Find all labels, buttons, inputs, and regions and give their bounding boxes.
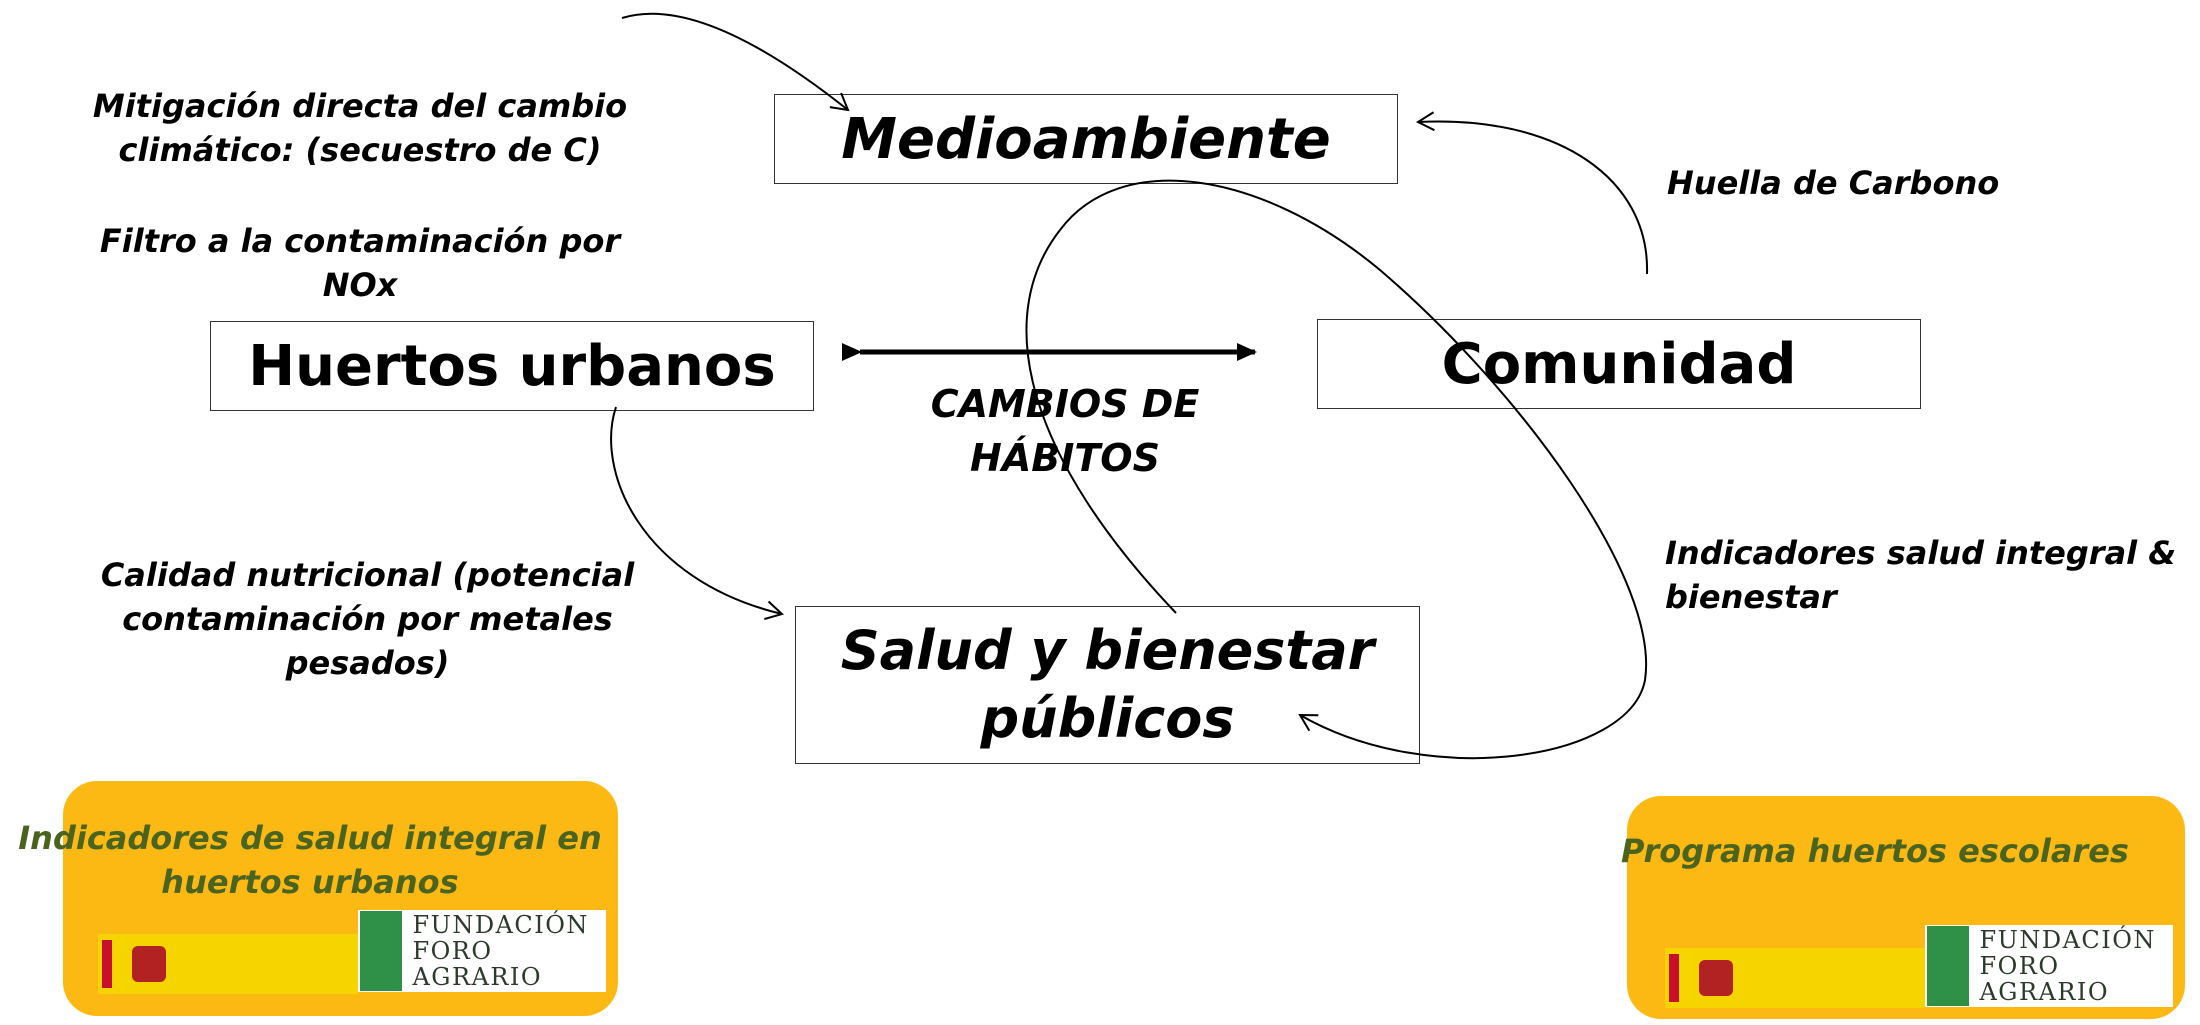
label-cambios-line1: CAMBIOS DE — [930, 382, 1200, 426]
label-calidad-line1: Calidad nutricional (potencial — [100, 556, 635, 594]
ministry-logo-left — [98, 934, 358, 994]
card-right-title-line: Programa huertos escolares — [1621, 832, 2129, 870]
label-mitigacion-line2: climático: (secuestro de C) — [118, 131, 602, 169]
node-medioambiente: Medioambiente — [774, 94, 1398, 184]
label-filtro: Filtro a la contaminación por NOx — [80, 219, 640, 307]
fundacion-name-line1: FUNDACIÓN — [412, 911, 589, 939]
spain-flag-icon — [1669, 954, 1679, 1002]
coat-of-arms-icon — [132, 946, 166, 982]
label-indicadores-salud: Indicadores salud integral & bienestar — [1665, 531, 2195, 619]
label-cambios-line2: HÁBITOS — [970, 436, 1160, 480]
tree-logo-icon — [360, 911, 403, 991]
card-right-title: Programa huertos escolares — [1617, 829, 2133, 873]
arrow-into-medioambiente — [621, 12, 850, 112]
spain-flag-icon — [102, 940, 112, 988]
ministry-logo-right — [1665, 948, 1927, 1008]
label-calidad-line2: contaminación por metales — [122, 600, 613, 638]
node-salud-bienestar: Salud y bienestar públicos — [795, 606, 1420, 764]
node-comunidad: Comunidad — [1317, 319, 1921, 409]
fundacion-logo-left: FUNDACIÓN FORO AGRARIO — [358, 910, 606, 992]
label-cambios-habitos: CAMBIOS DE HÁBITOS — [880, 377, 1250, 485]
label-filtro-line1: Filtro a la contaminación por — [99, 222, 621, 260]
fundacion-name-line1: FUNDACIÓN — [1979, 926, 2156, 954]
label-calidad-line3: pesados) — [285, 644, 450, 682]
label-mitigacion: Mitigación directa del cambio climático:… — [70, 84, 650, 172]
card-left-title-line2: huertos urbanos — [161, 863, 459, 901]
label-huella-line: Huella de Carbono — [1667, 164, 2000, 202]
label-indicadores-line2: bienestar — [1665, 578, 1837, 616]
arrow-huertos-to-salud — [610, 406, 784, 620]
tree-logo-icon — [1927, 926, 1970, 1006]
card-left-title-line1: Indicadores de salud integral en — [18, 819, 602, 857]
label-calidad-nutricional: Calidad nutricional (potencial contamina… — [70, 553, 665, 685]
node-huertos-urbanos: Huertos urbanos — [210, 321, 814, 411]
coat-of-arms-icon — [1699, 960, 1733, 996]
node-salud-line1: Salud y bienestar — [840, 619, 1375, 682]
label-huella-carbono: Huella de Carbono — [1667, 161, 2087, 205]
fundacion-name-line2: FORO AGRARIO — [1979, 952, 2110, 1006]
node-medioambiente-label: Medioambiente — [841, 106, 1331, 172]
label-indicadores-line1: Indicadores salud integral & — [1665, 534, 2177, 572]
node-salud-line2: públicos — [980, 687, 1235, 750]
arrow-comunidad-to-medioambiente — [1415, 111, 1649, 275]
node-comunidad-label: Comunidad — [1441, 331, 1797, 397]
node-huertos-urbanos-label: Huertos urbanos — [248, 333, 776, 399]
fundacion-logo-right: FUNDACIÓN FORO AGRARIO — [1925, 925, 2173, 1007]
loop-salud-bienestar — [1025, 179, 1648, 760]
card-left-title: Indicadores de salud integral en huertos… — [0, 816, 620, 904]
label-mitigacion-line1: Mitigación directa del cambio — [92, 87, 628, 125]
label-filtro-line2: NOx — [322, 266, 398, 304]
fundacion-name-line2: FORO AGRARIO — [412, 937, 543, 991]
